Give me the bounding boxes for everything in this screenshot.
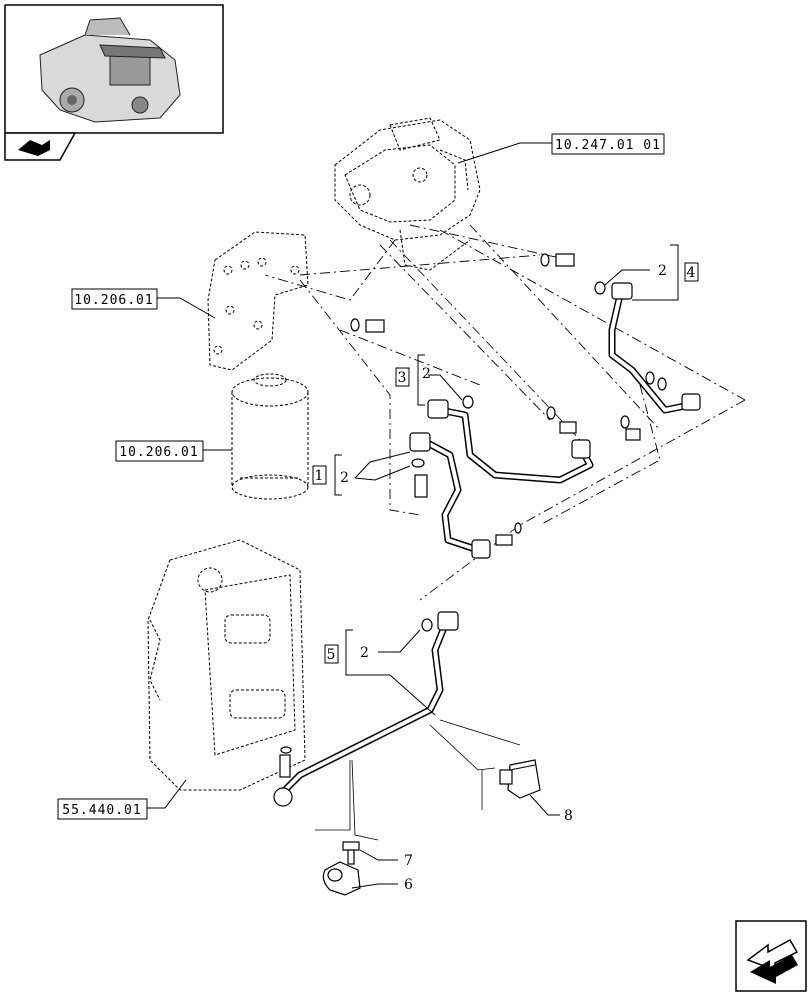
injection-pump-outline (334, 117, 481, 271)
item-number-pipe-1[interactable]: 1 (315, 468, 324, 484)
washer-icon[interactable] (421, 618, 433, 632)
sensor-part[interactable] (499, 759, 541, 799)
fuel-pipe-1[interactable] (409, 432, 491, 559)
item-number-washer-d[interactable]: 2 (360, 645, 369, 661)
ecu-reference-label[interactable]: 55.440.01 (62, 803, 141, 818)
next-page-arrow-icon[interactable] (735, 920, 807, 992)
fittings (279, 253, 667, 778)
item-number-clamp[interactable]: 6 (404, 877, 413, 893)
washer-icon[interactable] (411, 458, 425, 468)
connection-lines (264, 224, 746, 601)
item-number-screw[interactable]: 7 (404, 853, 413, 869)
washer-icon[interactable] (462, 395, 474, 409)
item-number-pipe-3[interactable]: 3 (398, 370, 407, 386)
item-number-pipe-5[interactable]: 5 (327, 647, 336, 663)
item-number-washer-c[interactable]: 2 (340, 470, 349, 486)
clamp-part[interactable] (322, 861, 361, 896)
mounting-bracket-outline (207, 231, 309, 371)
fuel-filter-outline (231, 373, 309, 500)
item-number-pipe-4[interactable]: 4 (687, 265, 696, 281)
engine-thumbnail-icon[interactable] (4, 4, 224, 134)
fuel-pipe-3[interactable] (427, 399, 594, 484)
filter-reference-label[interactable]: 10.206.01 (119, 445, 198, 460)
section-book-icon[interactable] (4, 132, 77, 161)
item-number-washer-b[interactable]: 2 (422, 366, 431, 382)
item-number-sensor[interactable]: 8 (564, 808, 573, 824)
fuel-pipe-4[interactable] (608, 282, 701, 414)
ecu-housing-outline (147, 539, 306, 791)
washer-icon[interactable] (594, 281, 606, 295)
bracket-reference-label[interactable]: 10.206.01 (74, 293, 153, 308)
item-number-washer-a[interactable]: 2 (658, 263, 667, 279)
pump-reference-label[interactable]: 10.247.01 01 (555, 138, 661, 153)
screw-part[interactable] (342, 841, 360, 865)
